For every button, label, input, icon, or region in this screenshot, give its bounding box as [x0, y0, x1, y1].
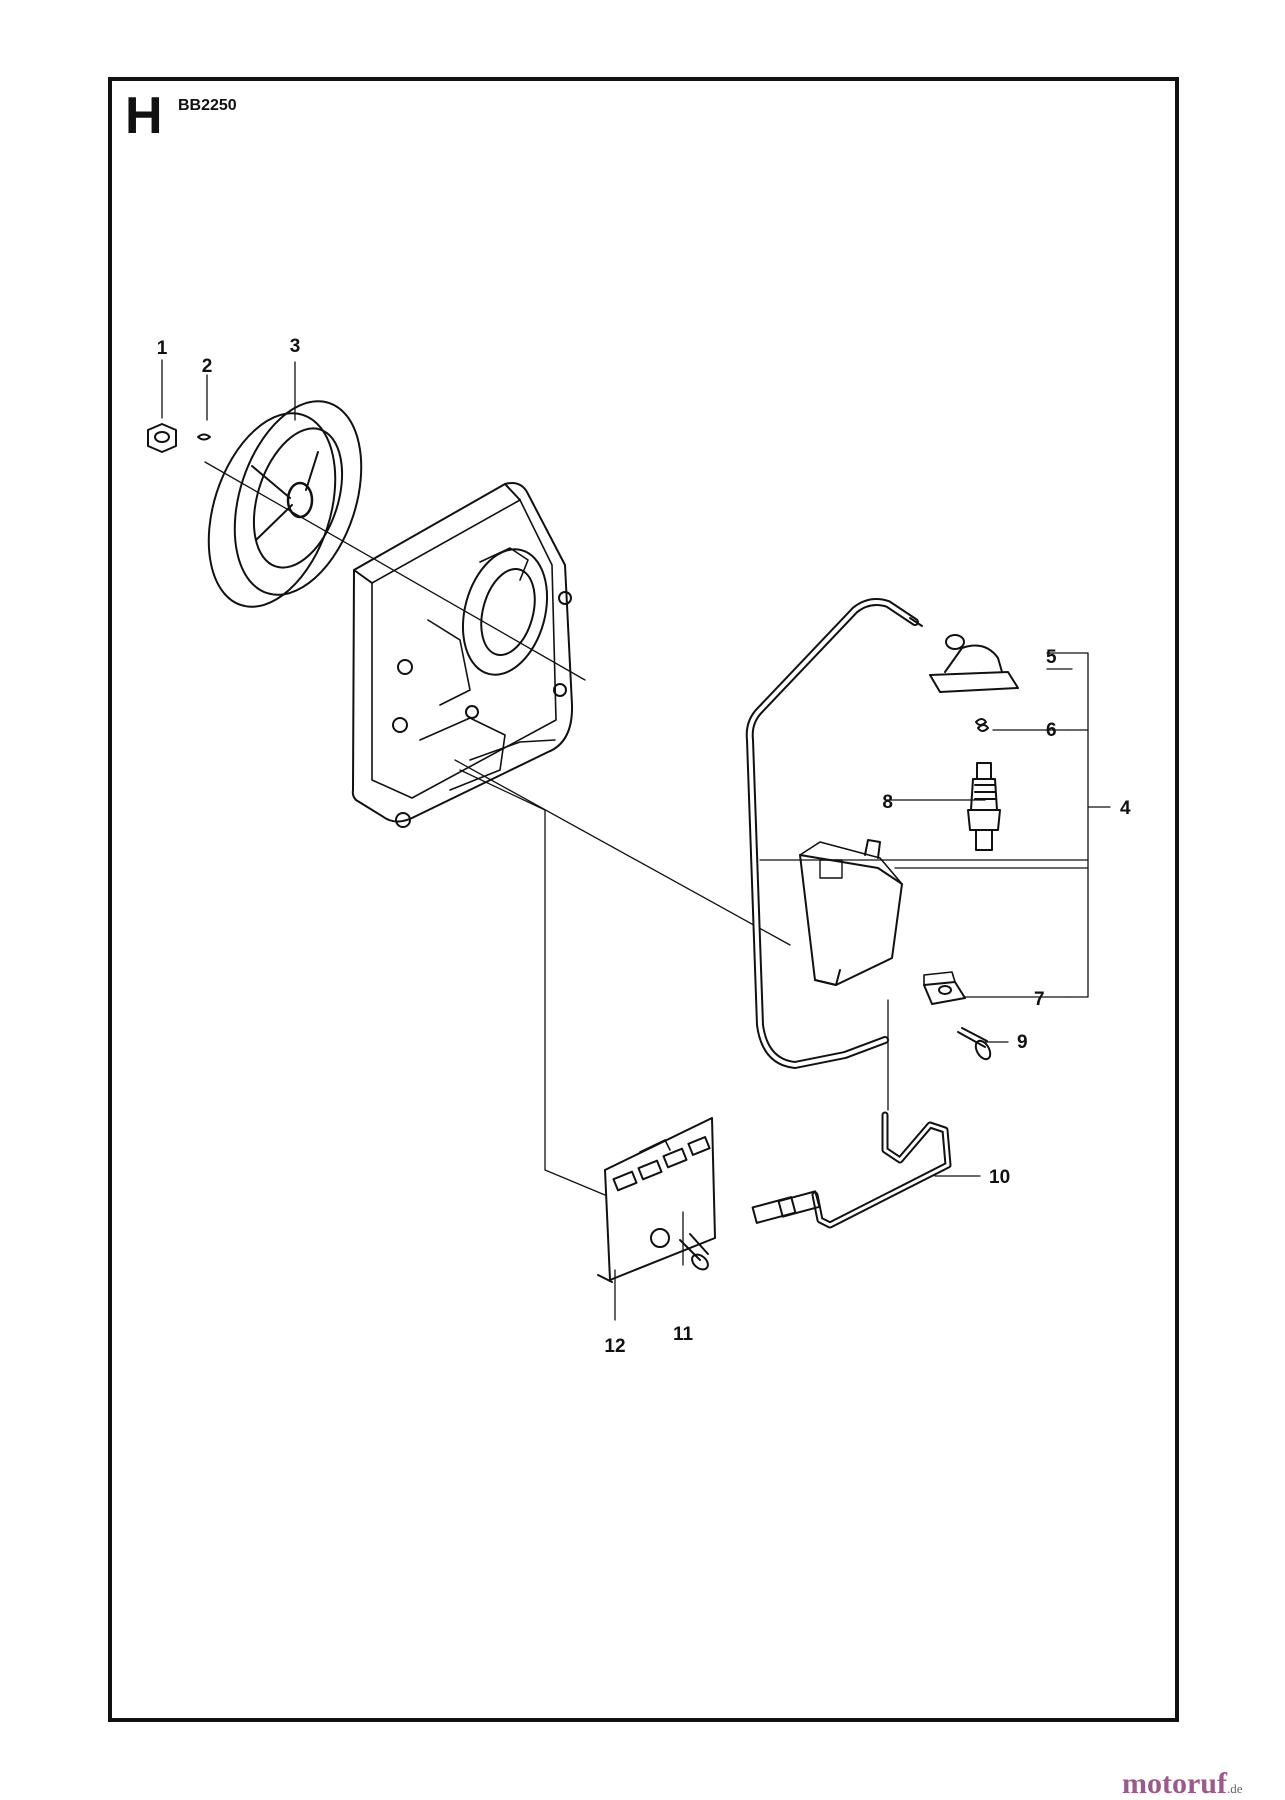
- label-part-3: 3: [290, 336, 301, 357]
- label-part-1: 1: [157, 338, 168, 359]
- part-clamp: [923, 971, 966, 1005]
- label-part-4: 4: [1120, 798, 1131, 819]
- part-ignition-module: [799, 839, 903, 986]
- leader-lines: [161, 359, 1111, 1321]
- part-flywheel: [207, 400, 363, 608]
- part-spark-plug: [967, 762, 1001, 851]
- part-ignition-lead: [745, 598, 923, 1069]
- label-part-6: 6: [1046, 720, 1057, 741]
- watermark-logo: motoruf.de: [1122, 1769, 1243, 1799]
- part-screw-11: [679, 1233, 709, 1271]
- diagram-code: BB2250: [178, 97, 237, 114]
- label-part-7: 7: [1034, 989, 1045, 1010]
- part-stop-cable: [751, 1111, 952, 1229]
- label-part-5: 5: [1046, 647, 1057, 668]
- part-key: [197, 433, 211, 441]
- part-spring: [975, 718, 989, 732]
- section-letter: H: [125, 87, 163, 145]
- part-screw-9: [957, 1027, 992, 1061]
- part-nut: [147, 423, 177, 453]
- label-part-9: 9: [1017, 1032, 1028, 1053]
- part-labels: 1 2 3 4 5 6 7 8 9 10: [157, 336, 1131, 1188]
- part-crankcase: [351, 482, 574, 828]
- label-part-10: 10: [989, 1167, 1010, 1188]
- diagram-frame: [108, 77, 1179, 1722]
- label-part-2: 2: [202, 356, 213, 377]
- watermark-tld: .de: [1226, 1781, 1243, 1796]
- watermark-brand: motoruf: [1122, 1767, 1227, 1800]
- label-part-8: 8: [882, 792, 893, 813]
- part-cover-plate: [597, 1117, 716, 1283]
- part-plug-cap: [929, 634, 1019, 693]
